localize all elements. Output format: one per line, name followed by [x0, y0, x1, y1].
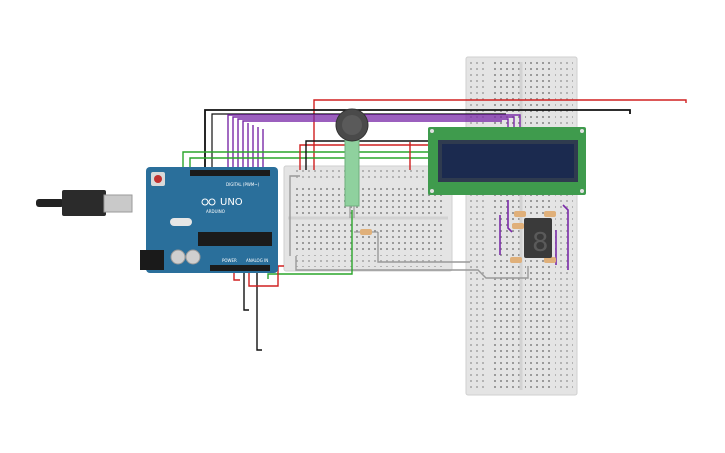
wire-red-power: [313, 99, 687, 170]
seven-segment-display[interactable]: 8: [524, 218, 552, 258]
breadboard-horizontal[interactable]: [283, 165, 453, 272]
resistor: [512, 223, 524, 229]
board-brand-label: ARDUINO: [206, 209, 225, 214]
resistor: [354, 229, 378, 235]
seven-segment-digit: 8: [532, 228, 549, 258]
usb-cable: [36, 199, 64, 207]
force-sensor[interactable]: [335, 108, 369, 218]
board-model-label: UNO: [220, 197, 243, 208]
power-pins-label: POWER: [222, 258, 237, 263]
digital-pins-label: DIGITAL (PWM~): [226, 182, 260, 187]
analog-pins-label: ANALOG IN: [246, 258, 268, 263]
wire-black-ground: [204, 109, 631, 170]
lcd-display[interactable]: [428, 127, 586, 195]
resistor: [510, 257, 522, 263]
resistor: [544, 211, 556, 217]
arduino-uno-board[interactable]: UNO ARDUINO DIGITAL (PWM~) POWER ANALOG …: [36, 167, 278, 273]
resistor: [544, 257, 556, 263]
resistors: [354, 211, 556, 263]
resistor: [514, 211, 526, 217]
